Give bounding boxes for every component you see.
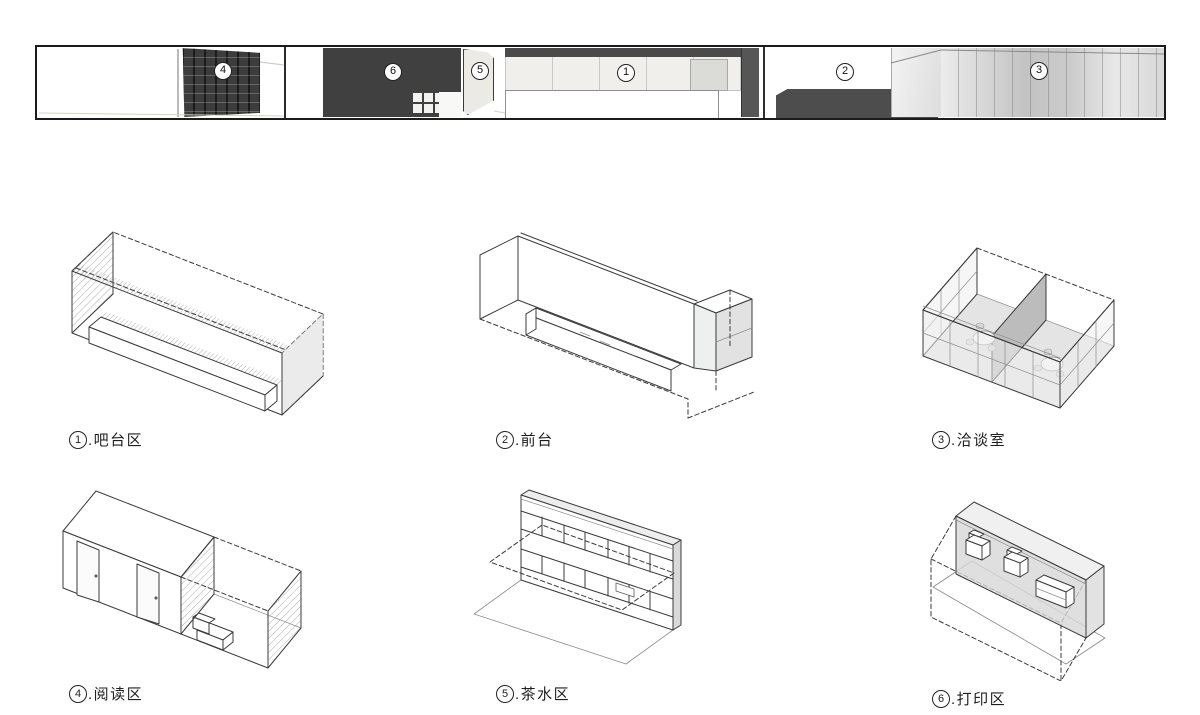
zone-badge-3: 3 <box>1030 62 1048 80</box>
diagram-cell-reading-area: 4.阅读区 <box>55 484 355 704</box>
elevation-glass-partition <box>941 48 1164 117</box>
elevation-bar-inner-panel <box>690 59 728 91</box>
label-number-circle: 1 <box>69 430 87 449</box>
diagram-label-tea-area: 5.茶水区 <box>496 683 728 704</box>
zone-badge-2: 2 <box>836 63 854 81</box>
label-number-circle: 4 <box>69 684 87 703</box>
diagram-cell-bar-area: 1.吧台区 <box>55 230 355 450</box>
label-text: .吧台区 <box>88 432 144 449</box>
diagram-label-print-area: 6.打印区 <box>932 688 1168 709</box>
diagram-cell-print-area: 6.打印区 <box>908 492 1168 709</box>
zone-badge-5: 5 <box>471 62 489 80</box>
axon-drawing-tea-area <box>473 489 682 665</box>
label-number-circle: 2 <box>496 430 514 449</box>
zone-badge-4: 4 <box>214 62 232 80</box>
diagram-label-front-desk: 2.前台 <box>496 429 768 450</box>
axon-drawing-meeting-room <box>922 247 1115 409</box>
axon-drawing-print-area <box>930 501 1106 682</box>
label-number-circle: 3 <box>932 430 950 449</box>
axon-drawing-reading-area <box>62 490 302 669</box>
label-text: .前台 <box>515 432 554 449</box>
elevation-bar-ceiling-band <box>505 48 759 57</box>
elevation-door-panel <box>463 49 494 115</box>
elevation-glass-corner <box>891 48 941 117</box>
diagram-label-reading-area: 4.阅读区 <box>69 683 355 704</box>
diagram-cell-tea-area: 5.茶水区 <box>468 487 728 704</box>
axon-drawing-bar-area <box>71 231 324 416</box>
elevation-dark-feature-wall <box>323 48 461 117</box>
diagram-label-meeting-room: 3.洽谈室 <box>932 429 1158 450</box>
elevation-column <box>741 48 759 117</box>
label-number-circle: 5 <box>496 684 514 703</box>
label-text: .打印区 <box>951 691 1007 708</box>
zone-badge-1: 1 <box>617 64 635 82</box>
label-text: .洽谈室 <box>951 432 1007 449</box>
axon-drawing-front-desk <box>479 232 755 419</box>
label-text: .阅读区 <box>88 686 144 703</box>
diagram-cell-front-desk: 2.前台 <box>468 230 768 450</box>
elevation-bar-counter <box>505 90 719 118</box>
zone-badge-6: 6 <box>384 63 402 81</box>
elevation-zone-divider <box>763 47 765 118</box>
elevation-wall-divider <box>284 47 286 118</box>
section-elevation-strip: 4 6 5 1 2 3 <box>35 45 1166 120</box>
label-number-circle: 6 <box>932 689 950 708</box>
diagram-label-bar-area: 1.吧台区 <box>69 429 355 450</box>
elevation-bookshelf-wall <box>182 48 260 117</box>
elevation-shelf-corner <box>439 92 461 117</box>
diagram-cell-meeting-room: 3.洽谈室 <box>908 242 1158 450</box>
label-text: .茶水区 <box>515 686 571 703</box>
